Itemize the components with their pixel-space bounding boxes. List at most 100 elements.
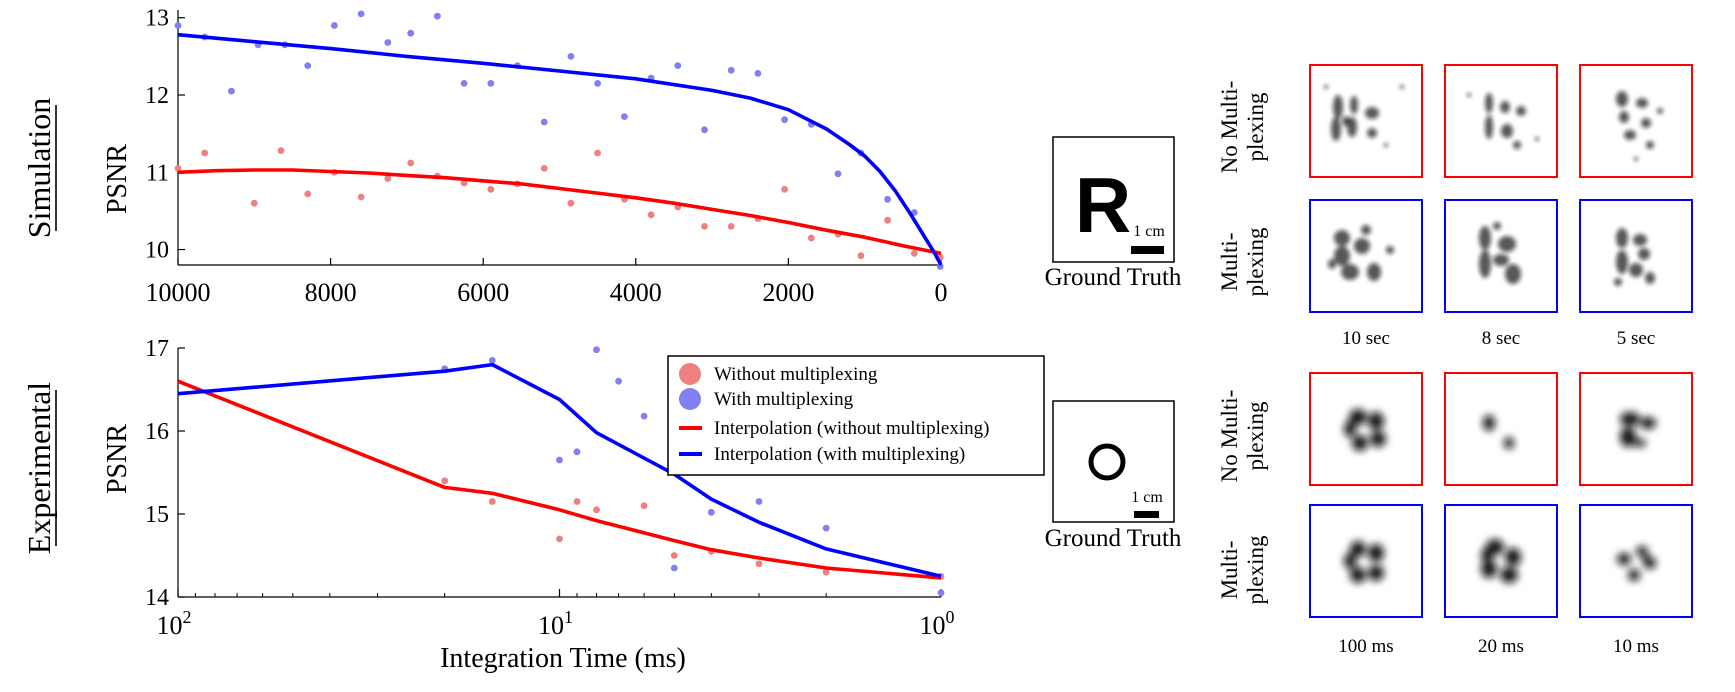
- scale-bar-label: 1 cm: [1133, 223, 1165, 240]
- thumbnail-frame: [1309, 504, 1423, 618]
- data-point-multiplexing: [701, 126, 708, 134]
- reconstruction-blob: [1504, 437, 1514, 449]
- thumbnail-image: [1620, 412, 1656, 447]
- data-point-no-multiplexing: [487, 185, 495, 193]
- reconstruction-blob: [1367, 128, 1377, 138]
- data-point-no-multiplexing: [573, 498, 581, 505]
- data-point-multiplexing: [488, 357, 496, 364]
- thumbnail-image: [1344, 541, 1384, 583]
- data-point-no-multiplexing: [640, 502, 648, 510]
- recon-row-label-line1: No Multi-: [1217, 390, 1242, 483]
- reconstruction-blob: [1485, 115, 1493, 139]
- reconstruction-thumbnail: [1309, 372, 1423, 486]
- reconstruction-blob: [1331, 117, 1341, 141]
- data-point-multiplexing: [884, 195, 891, 203]
- reconstruction-blob: [1501, 124, 1513, 138]
- experimental-reconstructions: No Multi- plexing Multi- plexing 100 ms …: [1217, 372, 1693, 657]
- data-point-no-multiplexing: [670, 552, 678, 559]
- thumbnail-image: [1481, 539, 1521, 583]
- interp-line-no-multiplexing: [177, 168, 942, 256]
- data-point-no-multiplexing: [822, 568, 830, 576]
- legend-label-interp-without: Interpolation (without multiplexing): [714, 418, 989, 439]
- data-point-multiplexing: [487, 80, 495, 87]
- data-point-no-multiplexing: [174, 165, 182, 172]
- reconstruction-thumbnail: [1579, 64, 1693, 178]
- data-point-no-multiplexing: [755, 560, 763, 568]
- reconstruction-thumbnail: [1309, 199, 1423, 313]
- thumbnail-frame: [1579, 504, 1693, 618]
- reconstruction-blob: [1633, 234, 1647, 246]
- data-point-multiplexing: [727, 66, 735, 74]
- recon-col-label: 10 sec: [1342, 328, 1390, 349]
- data-point-multiplexing: [540, 118, 548, 126]
- data-point-multiplexing: [384, 39, 392, 46]
- reconstruction-blob: [1481, 548, 1493, 562]
- thumbnail-image: [1467, 93, 1539, 149]
- reconstruction-blob: [1483, 415, 1495, 431]
- data-point-multiplexing: [755, 498, 763, 505]
- reconstruction-blob: [1386, 246, 1394, 254]
- y-tick-label: 12: [145, 83, 169, 109]
- recon-col-label: 20 ms: [1478, 636, 1524, 657]
- data-point-multiplexing: [567, 53, 575, 60]
- data-point-multiplexing: [228, 87, 235, 95]
- thumbnail-frame: [1444, 64, 1558, 178]
- data-point-multiplexing: [674, 62, 682, 69]
- data-point-multiplexing: [936, 263, 944, 270]
- data-point-no-multiplexing: [781, 185, 788, 193]
- data-point-multiplexing: [434, 12, 441, 20]
- legend-swatch-without-multiplexing: [679, 363, 701, 385]
- chart1-ylabel: PSNR: [102, 144, 133, 214]
- reconstruction-blob: [1617, 553, 1631, 565]
- data-point-no-multiplexing: [488, 498, 496, 505]
- recon-col-label: 8 sec: [1482, 328, 1521, 349]
- legend-swatch-with-multiplexing: [679, 388, 701, 410]
- ground-truth-glyph: R: [1075, 161, 1131, 249]
- data-point-no-multiplexing: [407, 159, 415, 167]
- data-point-no-multiplexing: [857, 252, 865, 260]
- reconstruction-blob: [1485, 93, 1493, 113]
- data-point-multiplexing: [174, 22, 182, 29]
- x-tick-label: 0: [935, 278, 948, 307]
- ground-truth-simulation: R 1 cm Ground Truth: [1045, 136, 1182, 291]
- reconstruction-blob: [1624, 130, 1636, 140]
- thumbnail-image: [1483, 415, 1514, 449]
- thumbnail-frame: [1579, 199, 1693, 313]
- data-point-multiplexing: [407, 29, 415, 37]
- thumbnail-image: [1324, 85, 1404, 147]
- reconstruction-blob: [1616, 250, 1628, 274]
- reconstruction-blob: [1636, 546, 1648, 556]
- data-point-multiplexing: [754, 70, 762, 77]
- reconstruction-blob: [1657, 108, 1663, 114]
- reconstruction-blob: [1467, 93, 1471, 97]
- data-point-multiplexing: [781, 116, 788, 124]
- recon-row-label-line2: plexing: [1243, 92, 1268, 161]
- data-point-multiplexing: [822, 524, 830, 532]
- reconstruction-blob: [1516, 106, 1526, 116]
- recon-row-label-line1: No Multi-: [1217, 81, 1242, 174]
- reconstruction-thumbnail: [1444, 372, 1558, 486]
- x-tick-label: 4000: [610, 278, 662, 307]
- simulation-reconstructions: No Multi- plexing Multi- plexing 10 sec …: [1217, 64, 1693, 349]
- reconstruction-blob: [1505, 264, 1521, 284]
- reconstruction-blob: [1628, 569, 1640, 581]
- reconstruction-blob: [1384, 143, 1388, 147]
- reconstruction-blob: [1493, 254, 1509, 266]
- reconstruction-thumbnail: [1579, 372, 1693, 486]
- recon-row-label-line2: plexing: [1243, 401, 1268, 470]
- reconstruction-blob: [1645, 272, 1655, 284]
- reconstruction-blob: [1616, 91, 1628, 107]
- data-point-no-multiplexing: [910, 250, 918, 257]
- reconstruction-blob: [1641, 118, 1651, 128]
- reconstruction-blob: [1619, 111, 1629, 123]
- reconstruction-blob: [1370, 431, 1386, 447]
- reconstruction-blob: [1535, 137, 1539, 141]
- data-point-no-multiplexing: [540, 165, 548, 172]
- interp-line-multiplexing: [177, 32, 943, 266]
- data-point-multiplexing: [304, 62, 312, 69]
- thumbnail-frame: [1309, 199, 1423, 313]
- reconstruction-blob: [1361, 225, 1371, 235]
- ground-truth-frame: [1052, 136, 1175, 263]
- reconstruction-blob: [1350, 541, 1366, 557]
